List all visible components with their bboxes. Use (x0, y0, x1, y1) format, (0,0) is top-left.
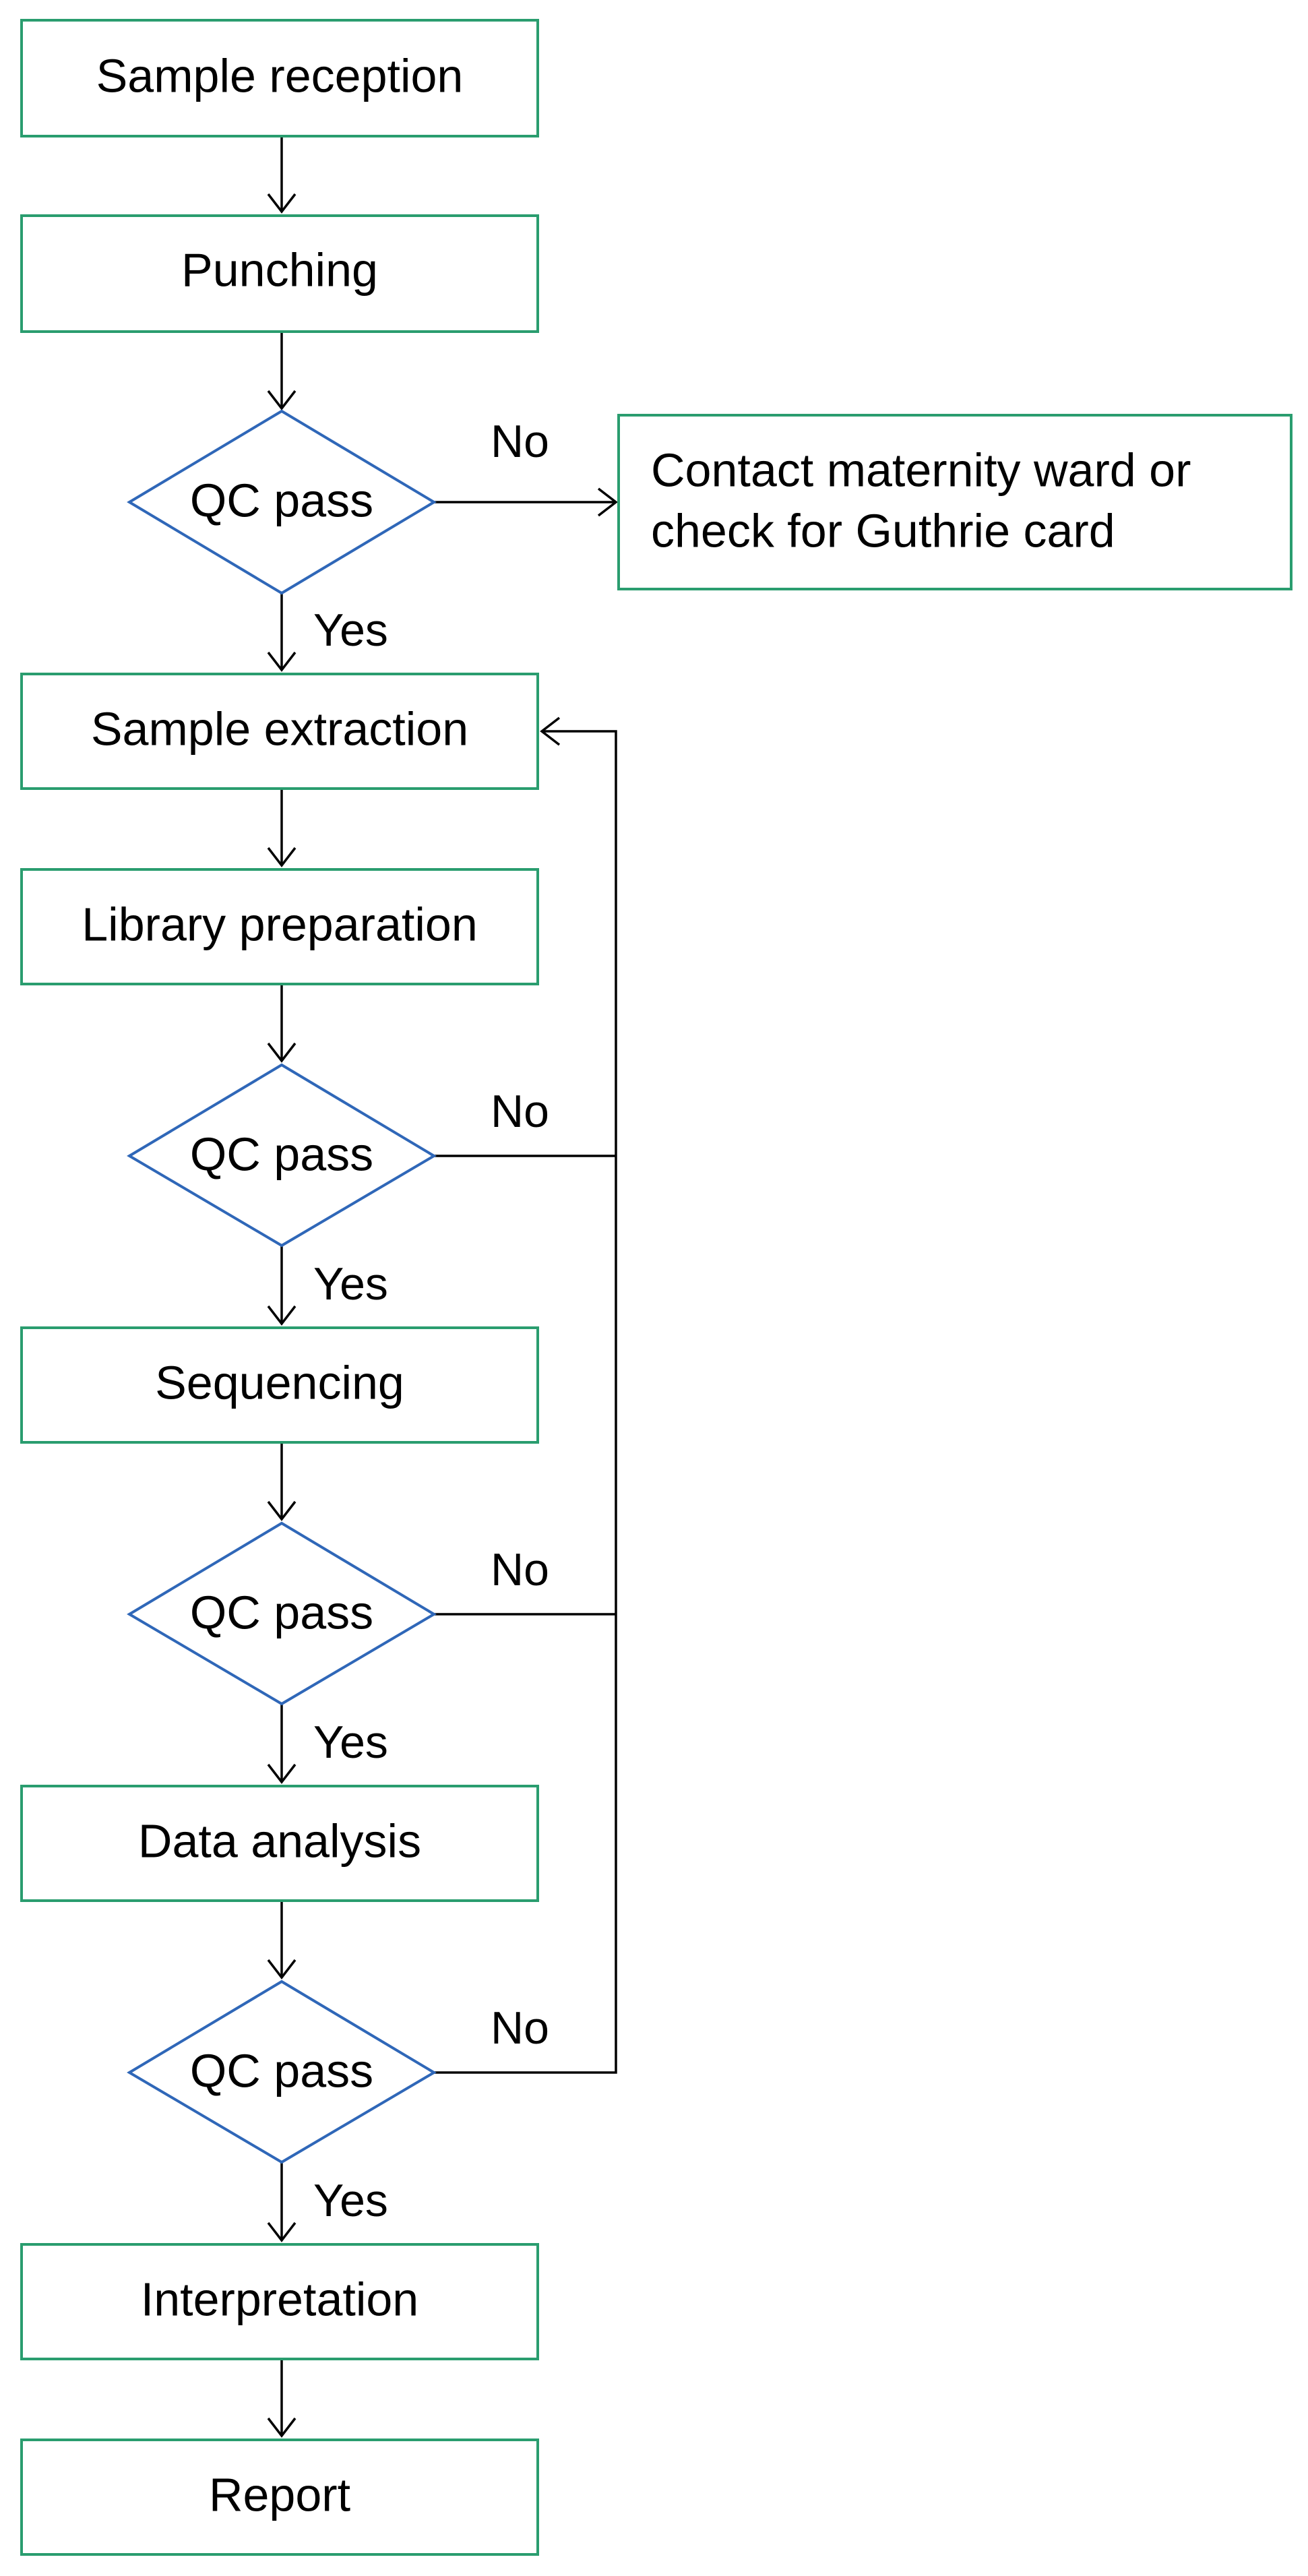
box-interpretation: Interpretation (20, 2243, 539, 2360)
qc3-label: QC pass (190, 1586, 373, 1638)
box-library-preparation: Library preparation (20, 868, 539, 985)
arrowhead-extraction-to-library (267, 847, 297, 867)
contact-border (617, 414, 1293, 590)
sample-reception-border (20, 19, 539, 137)
arrowhead-library-to-qc2 (267, 1042, 297, 1063)
qc4-yes-label: Yes (313, 2175, 388, 2226)
box-contact: Contact maternity ward or check for Guth… (617, 414, 1293, 590)
box-sample-extraction: Sample extraction (20, 673, 539, 790)
arrowhead-reception-to-punching (267, 193, 297, 214)
box-sequencing: Sequencing (20, 1326, 539, 1444)
punching-border (20, 214, 539, 333)
qc1-yes-label: Yes (313, 605, 388, 656)
decision-qc2: QC pass (127, 1063, 437, 1248)
contact-label-line1: Contact maternity ward or (651, 443, 1191, 496)
box-sample-reception: Sample reception (20, 19, 539, 137)
interpretation-border (20, 2243, 539, 2360)
arrowhead-qc4-to-interpretation (267, 2221, 297, 2242)
library-preparation-label: Library preparation (82, 898, 478, 950)
sample-extraction-border (20, 673, 539, 790)
qc4-label: QC pass (190, 2044, 373, 2097)
decision-qc1: QC pass (127, 409, 437, 595)
interpretation-label: Interpretation (141, 2273, 418, 2325)
box-punching: Punching (20, 214, 539, 333)
qc3-diamond (127, 1521, 437, 1706)
decision-qc4: QC pass (127, 1980, 437, 2164)
sequencing-label: Sequencing (155, 1356, 404, 1409)
qc2-yes-label: Yes (313, 1258, 388, 1310)
library-preparation-border (20, 868, 539, 985)
arrowhead-qc2-to-sequencing (267, 1305, 297, 1326)
edge-labels: No Yes No Yes No Yes No Yes (313, 416, 549, 2226)
sample-reception-label: Sample reception (96, 49, 464, 102)
sequencing-border (20, 1326, 539, 1444)
box-report: Report (20, 2439, 539, 2556)
sample-extraction-label: Sample extraction (91, 702, 468, 755)
arrowhead-qc3-to-data-analysis (267, 1763, 297, 1784)
qc3-yes-label: Yes (313, 1717, 388, 1768)
arrowhead-interpretation-to-report (267, 2417, 297, 2438)
qc1-diamond (127, 409, 437, 595)
qc1-no-label: No (491, 416, 549, 467)
contact-label-line2: check for Guthrie card (651, 504, 1115, 557)
data-analysis-label: Data analysis (138, 1814, 421, 1867)
box-data-analysis: Data analysis (20, 1785, 539, 1902)
qc2-diamond (127, 1063, 437, 1248)
arrowhead-return-to-extraction (540, 716, 561, 746)
qc1-label: QC pass (190, 474, 373, 526)
punching-label: Punching (181, 243, 378, 296)
no-branch-qc4-return-line (434, 730, 617, 2074)
report-label: Report (209, 2468, 350, 2521)
connectors (267, 137, 618, 2438)
qc3-no-label: No (491, 1544, 549, 1595)
qc2-label: QC pass (190, 1128, 373, 1180)
decision-qc3: QC pass (127, 1521, 437, 1706)
data-analysis-border (20, 1785, 539, 1902)
qc4-diamond (127, 1980, 437, 2164)
arrowhead-punching-to-qc1 (267, 390, 297, 410)
arrowhead-sequencing-to-qc3 (267, 1500, 297, 1521)
report-border (20, 2439, 539, 2556)
arrowhead-qc1-to-contact (597, 487, 618, 517)
arrowhead-qc1-to-extraction (267, 651, 297, 672)
qc2-no-label: No (491, 1086, 549, 1137)
qc4-no-label: No (491, 2002, 549, 2054)
arrowhead-data-analysis-to-qc4 (267, 1959, 297, 1980)
